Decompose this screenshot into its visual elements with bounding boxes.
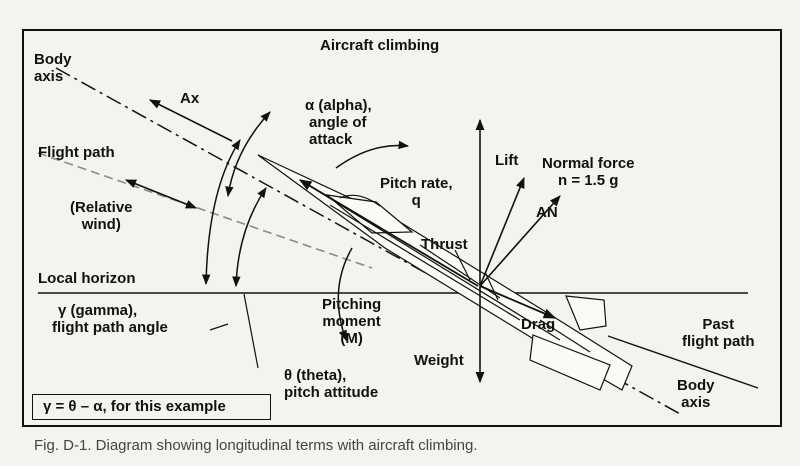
lift-vector-arrow [479, 176, 525, 287]
ax-arrow [148, 99, 233, 142]
normal-force-arrow [479, 195, 561, 287]
aircraft-drawing [257, 154, 633, 391]
thrust-label: Thrust [421, 236, 468, 253]
theta-leader [243, 293, 259, 369]
pitching-moment-label: Pitching moment (M) [322, 296, 382, 347]
ax-label: Ax [180, 90, 200, 107]
drag-arrow [479, 285, 557, 319]
pitch-rate-label: Pitch rate, q [380, 175, 453, 209]
body-axis-line [55, 67, 683, 416]
relative-wind-arrow [124, 179, 198, 209]
formula-box: γ = θ – α, for this example [32, 394, 271, 420]
body-axis-bottom-label: Body axis [677, 377, 715, 411]
pitch-rate-arrow [335, 140, 410, 169]
thrust-arrow [298, 179, 479, 287]
an-label: AN [536, 204, 558, 221]
lift-label: Lift [495, 152, 519, 169]
gamma-arc [202, 139, 241, 286]
gamma-leader [209, 323, 229, 331]
gamma-label: γ (gamma), flight path angle [52, 302, 168, 336]
pitching-moment-arrow [337, 247, 353, 341]
relative-wind-label: (Relative wind) [70, 199, 133, 233]
normal-force-label: Normal force n = 1.5 g [542, 155, 635, 189]
drag-label: Drag [521, 316, 556, 333]
diagram-title: Aircraft climbing [320, 37, 440, 54]
body-axis-top-label: Body axis [34, 51, 72, 85]
flight-path-label: Flight path [38, 144, 115, 161]
past-flight-path-line [607, 335, 759, 389]
figure-caption: Fig. D-1. Diagram showing longitudinal t… [34, 437, 478, 454]
theta-label: θ (theta), pitch attitude [284, 367, 379, 401]
local-horizon-label: Local horizon [38, 270, 136, 287]
weight-label: Weight [414, 352, 464, 369]
diagram-frame [22, 29, 782, 427]
alpha-label: α (alpha), angle of attack [305, 97, 372, 148]
theta-arc [232, 187, 267, 288]
past-flight-path-label: Past flight path [682, 316, 755, 350]
